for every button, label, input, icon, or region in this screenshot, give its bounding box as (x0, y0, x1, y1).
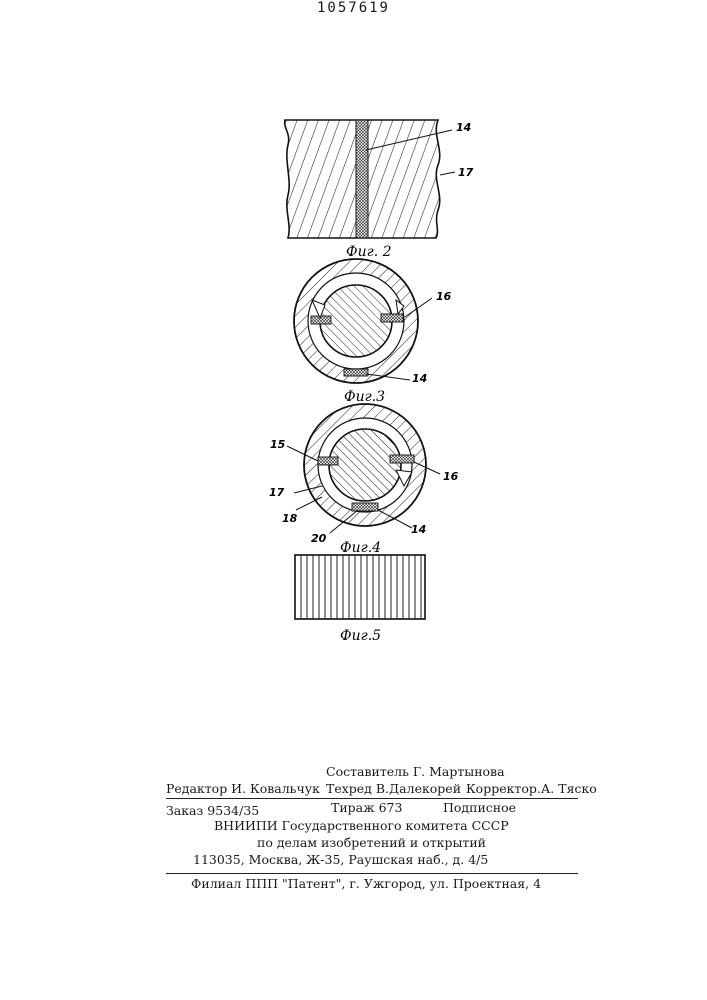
fig4-caption: Фиг.4 (340, 540, 381, 556)
figure-3 (294, 259, 432, 383)
fig2-insert-14 (356, 120, 368, 238)
fig3-insert-bottom (344, 369, 368, 376)
imprint-corrector: Корректор.А. Тяско (466, 781, 597, 796)
fig4-insert-right (390, 455, 414, 463)
fig4-insert-bottom (352, 503, 378, 511)
imprint-editor: Редактор И. Ковальчук (166, 781, 320, 796)
figure-4 (287, 404, 440, 533)
fig4-label-14: 14 (411, 523, 426, 536)
fig4-insert-left (318, 457, 338, 465)
fig3-insert-left (311, 316, 331, 324)
figure-2 (285, 120, 455, 238)
fig3-insert-right (381, 314, 403, 322)
fig3-label-14: 14 (412, 372, 427, 385)
imprint-circulation: Тираж 673 (331, 800, 402, 815)
imprint-techred: Техред В.Далекорей (326, 781, 461, 796)
imprint-rule-top (166, 798, 578, 799)
fig4-label-16: 16 (443, 470, 459, 483)
fig4-label-18: 18 (282, 512, 298, 525)
fig4-label-17: 17 (269, 486, 285, 499)
imprint-rule-bottom (166, 873, 578, 874)
fig2-caption: Фиг. 2 (346, 244, 392, 260)
imprint-institute-dept: по делам изобретений и открытий (257, 835, 486, 850)
imprint-subscription: Подписное (443, 800, 516, 815)
fig4-label-15: 15 (270, 438, 286, 451)
figure-5 (295, 555, 425, 619)
fig3-caption: Фиг.3 (344, 389, 385, 405)
fig3-label-16: 16 (436, 290, 452, 303)
imprint-institute: ВНИИПИ Государственного комитета СССР (214, 818, 509, 833)
fig2-label-14: 14 (456, 121, 471, 134)
imprint-order: Заказ 9534/35 (166, 803, 259, 818)
fig4-core (329, 429, 401, 501)
fig5-caption: Фиг.5 (340, 628, 381, 644)
imprint-compiler: Составитель Г. Мартынова (326, 764, 505, 779)
imprint-address: 113035, Москва, Ж-35, Раушская наб., д. … (193, 852, 488, 867)
fig4-label-20: 20 (311, 532, 327, 545)
imprint-branch: Филиал ППП "Патент", г. Ужгород, ул. Про… (191, 876, 541, 891)
fig2-label-17: 17 (458, 166, 474, 179)
